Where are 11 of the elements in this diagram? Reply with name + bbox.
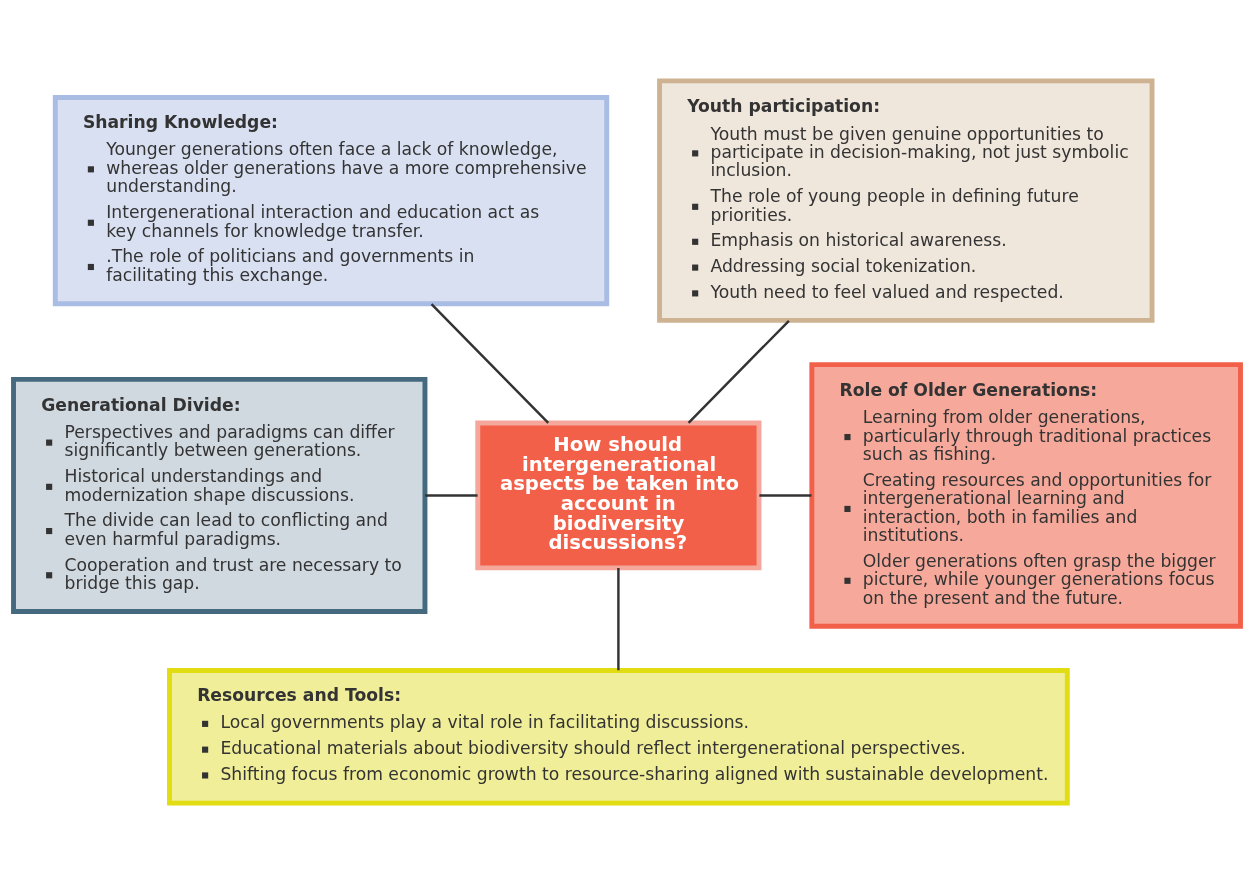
connector xyxy=(687,319,790,424)
connector xyxy=(759,494,812,497)
node-box: Resources and Tools: Local governments play a vital role in facilitating discussions. Educational materials about biodiversity should reflect intergenerational perspectives. Shifting focus from economic growth to resource-sharing aligned with sustainable development. xyxy=(167,668,1070,806)
connector xyxy=(430,303,550,424)
connector xyxy=(425,494,478,497)
node-box: Generational Divide: Perspectives and paradigms can differ significantly between generations. Historical understandings and modernization shape discussions. The divide can lead to conflicting and even harmful paradigms. Cooperation and trust are necessary to bridge this gap. xyxy=(11,376,428,614)
node-box: Role of Older Generations: Learning from older generations, particularly through traditional practices such as fishing. Creating resources and opportunities for intergenerational learning and interaction, both in families and institutions. Older generations often grasp the bigger picture, while younger generations focus on the present and the future. xyxy=(809,362,1243,629)
connector xyxy=(617,568,620,671)
node-box: Youth participation: Youth must be given genuine opportunities to participate in decision-making, not just symbolic inclusion. The role of young people in defining future priorities. Emphasis on historical awareness. Addressing social tokenization. Youth need to feel valued and respected. xyxy=(657,78,1155,323)
node-box: How should intergenerational aspects be taken into account in biodiversity discussions? xyxy=(475,420,762,571)
node-box: Sharing Knowledge: Younger generations often face a lack of knowledge, whereas older generations have a more comprehensive understanding. Intergenerational interaction and education act as key channels for knowledge transfer. .The role of politicians and governments in facilitating this exchange. xyxy=(52,95,610,307)
